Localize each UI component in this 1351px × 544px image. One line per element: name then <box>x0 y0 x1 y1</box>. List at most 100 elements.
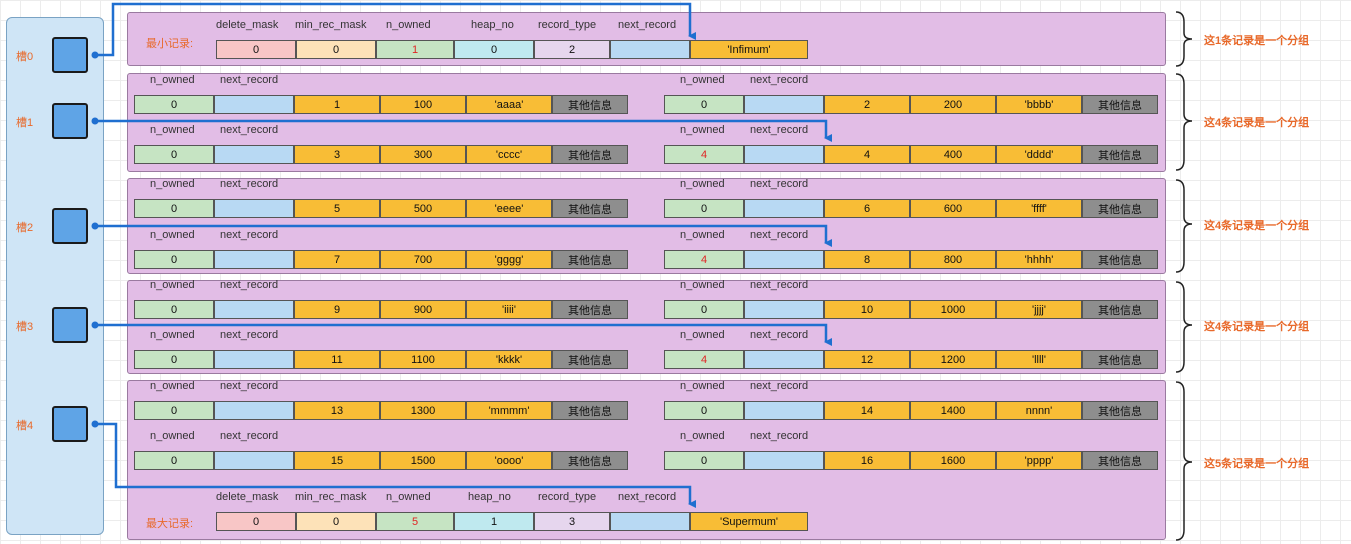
record-5-other: 其他信息 <box>552 199 628 218</box>
infimum-delete-mask: 0 <box>216 40 296 59</box>
record-8-id: 8 <box>824 250 910 269</box>
brace-label-3: 这4条记录是一个分组 <box>1204 220 1310 232</box>
rec-hdr-next-record-7: next_record <box>750 229 809 241</box>
infimum-n-owned: 1 <box>376 40 454 59</box>
record-9-id: 9 <box>294 300 380 319</box>
record-2-id: 2 <box>824 95 910 114</box>
slot-label-1: 槽1 <box>16 117 34 129</box>
record-5-next-record <box>214 199 294 218</box>
record-4-n-owned: 4 <box>664 145 744 164</box>
slot4-pointer-arrow <box>95 422 696 508</box>
record-11-next-record <box>214 350 294 369</box>
record-3-next-record <box>214 145 294 164</box>
rec-hdr-next-record-13: next_record <box>750 380 809 392</box>
record-15-n-owned: 0 <box>134 451 214 470</box>
record-12-id: 12 <box>824 350 910 369</box>
record-6-str: 'ffff' <box>996 199 1082 218</box>
infimum-content: 'Infimum' <box>690 40 808 59</box>
record-16-other: 其他信息 <box>1082 451 1158 470</box>
rec-hdr-n-owned-7: n_owned <box>680 229 725 241</box>
rec-hdr-next-record-10: next_record <box>220 329 279 341</box>
rec-hdr-n-owned-5: n_owned <box>680 178 725 190</box>
slot-box-4 <box>52 406 88 442</box>
record-10-num: 1000 <box>910 300 996 319</box>
rec-hdr-next-record-12: next_record <box>220 380 279 392</box>
record-9-next-record <box>214 300 294 319</box>
rec-hdr-n-owned-15: n_owned <box>680 430 725 442</box>
hdr-min-rec-mask-sup: min_rec_mask <box>295 491 367 503</box>
record-14-num: 1400 <box>910 401 996 420</box>
record-4-id: 4 <box>824 145 910 164</box>
record-7-num: 700 <box>380 250 466 269</box>
slot-box-2 <box>52 208 88 244</box>
record-4-other: 其他信息 <box>1082 145 1158 164</box>
record-3-n-owned: 0 <box>134 145 214 164</box>
slot0-pointer-arrow <box>95 2 696 57</box>
record-7-str: 'gggg' <box>466 250 552 269</box>
record-1-str: 'aaaa' <box>466 95 552 114</box>
record-6-num: 600 <box>910 199 996 218</box>
record-14-next-record <box>744 401 824 420</box>
hdr-record-type-sup: record_type <box>538 491 597 503</box>
record-6-n-owned: 0 <box>664 199 744 218</box>
record-12-next-record <box>744 350 824 369</box>
rec-hdr-next-record-9: next_record <box>750 279 809 291</box>
rec-hdr-next-record-4: next_record <box>220 178 279 190</box>
rec-hdr-n-owned-11: n_owned <box>680 329 725 341</box>
record-7-next-record <box>214 250 294 269</box>
rec-hdr-next-record-3: next_record <box>750 124 809 136</box>
brace-5 <box>1175 381 1193 541</box>
record-2-next-record <box>744 95 824 114</box>
record-13-next-record <box>214 401 294 420</box>
record-16-id: 16 <box>824 451 910 470</box>
hdr-n-owned: n_owned <box>386 19 431 31</box>
supremum-n-owned: 5 <box>376 512 454 531</box>
record-9-other: 其他信息 <box>552 300 628 319</box>
record-10-next-record <box>744 300 824 319</box>
record-15-next-record <box>214 451 294 470</box>
record-15-str: 'oooo' <box>466 451 552 470</box>
slot3-pointer-arrow <box>95 323 832 346</box>
rec-hdr-next-record-6: next_record <box>220 229 279 241</box>
record-7-n-owned: 0 <box>134 250 214 269</box>
rec-hdr-n-owned-3: n_owned <box>680 124 725 136</box>
supremum-record-type: 3 <box>534 512 610 531</box>
record-12-n-owned: 4 <box>664 350 744 369</box>
record-2-num: 200 <box>910 95 996 114</box>
record-13-n-owned: 0 <box>134 401 214 420</box>
record-1-num: 100 <box>380 95 466 114</box>
slot2-pointer-arrow <box>95 224 832 247</box>
brace-label-2: 这4条记录是一个分组 <box>1204 117 1310 129</box>
record-12-str: 'llll' <box>996 350 1082 369</box>
record-5-id: 5 <box>294 199 380 218</box>
record-8-next-record <box>744 250 824 269</box>
record-10-id: 10 <box>824 300 910 319</box>
record-3-other: 其他信息 <box>552 145 628 164</box>
record-3-str: 'cccc' <box>466 145 552 164</box>
slot-label-0: 槽0 <box>16 51 34 63</box>
record-6-next-record <box>744 199 824 218</box>
slot-box-3 <box>52 307 88 343</box>
record-13-str: 'mmmm' <box>466 401 552 420</box>
rec-hdr-next-record-15: next_record <box>750 430 809 442</box>
rec-hdr-n-owned-13: n_owned <box>680 380 725 392</box>
record-13-other: 其他信息 <box>552 401 628 420</box>
record-6-id: 6 <box>824 199 910 218</box>
record-10-str: 'jjjj' <box>996 300 1082 319</box>
record-14-str: nnnn' <box>996 401 1082 420</box>
record-12-other: 其他信息 <box>1082 350 1158 369</box>
record-8-other: 其他信息 <box>1082 250 1158 269</box>
record-8-n-owned: 4 <box>664 250 744 269</box>
rec-hdr-next-record-14: next_record <box>220 430 279 442</box>
rec-hdr-next-record-1: next_record <box>750 74 809 86</box>
hdr-n-owned-sup: n_owned <box>386 491 431 503</box>
slot1-pointer-arrow <box>95 119 832 142</box>
record-3-num: 300 <box>380 145 466 164</box>
record-4-num: 400 <box>910 145 996 164</box>
rec-hdr-n-owned-8: n_owned <box>150 279 195 291</box>
record-1-id: 1 <box>294 95 380 114</box>
rec-hdr-n-owned-0: n_owned <box>150 74 195 86</box>
infimum-next-record <box>610 40 690 59</box>
record-2-n-owned: 0 <box>664 95 744 114</box>
